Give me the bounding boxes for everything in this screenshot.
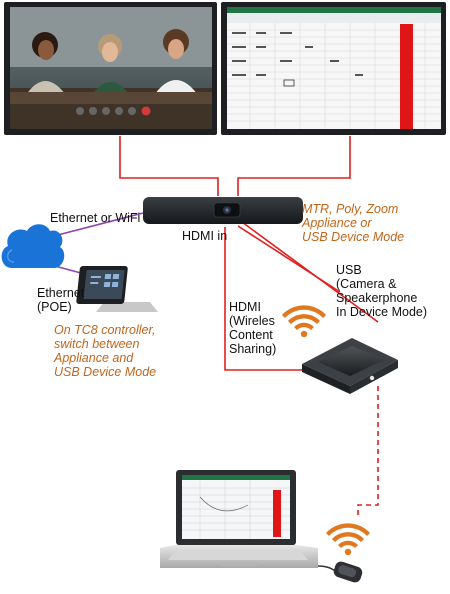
dongle-icon — [317, 561, 363, 583]
note-mtr-poly-zoom: MTR, Poly, Zoom Appliance or USB Device … — [302, 202, 405, 244]
note-tc8-controller: On TC8 controller, switch between Applia… — [54, 323, 157, 379]
label-ethernet-poe: Ethernet (POE) — [37, 286, 85, 314]
label-ethernet-wifi: Ethernet or WiFi — [50, 211, 141, 225]
tablet-controller-icon — [76, 266, 158, 312]
wifi-icon — [326, 523, 370, 556]
wifi-icon — [282, 305, 326, 338]
cloud-icon — [1, 224, 65, 268]
laptop-icon — [160, 470, 318, 568]
label-hdmi-in: HDMI in — [182, 229, 228, 243]
label-hdmi-wireless: HDMI (Wireles Content Sharing) — [229, 300, 277, 356]
cable-red — [119, 136, 379, 515]
wireless-base-icon — [302, 338, 398, 394]
label-usb: USB (Camera & Speakerphone In Device Mod… — [336, 263, 428, 319]
video-bar-icon — [143, 197, 303, 224]
display-icon — [4, 2, 446, 135]
